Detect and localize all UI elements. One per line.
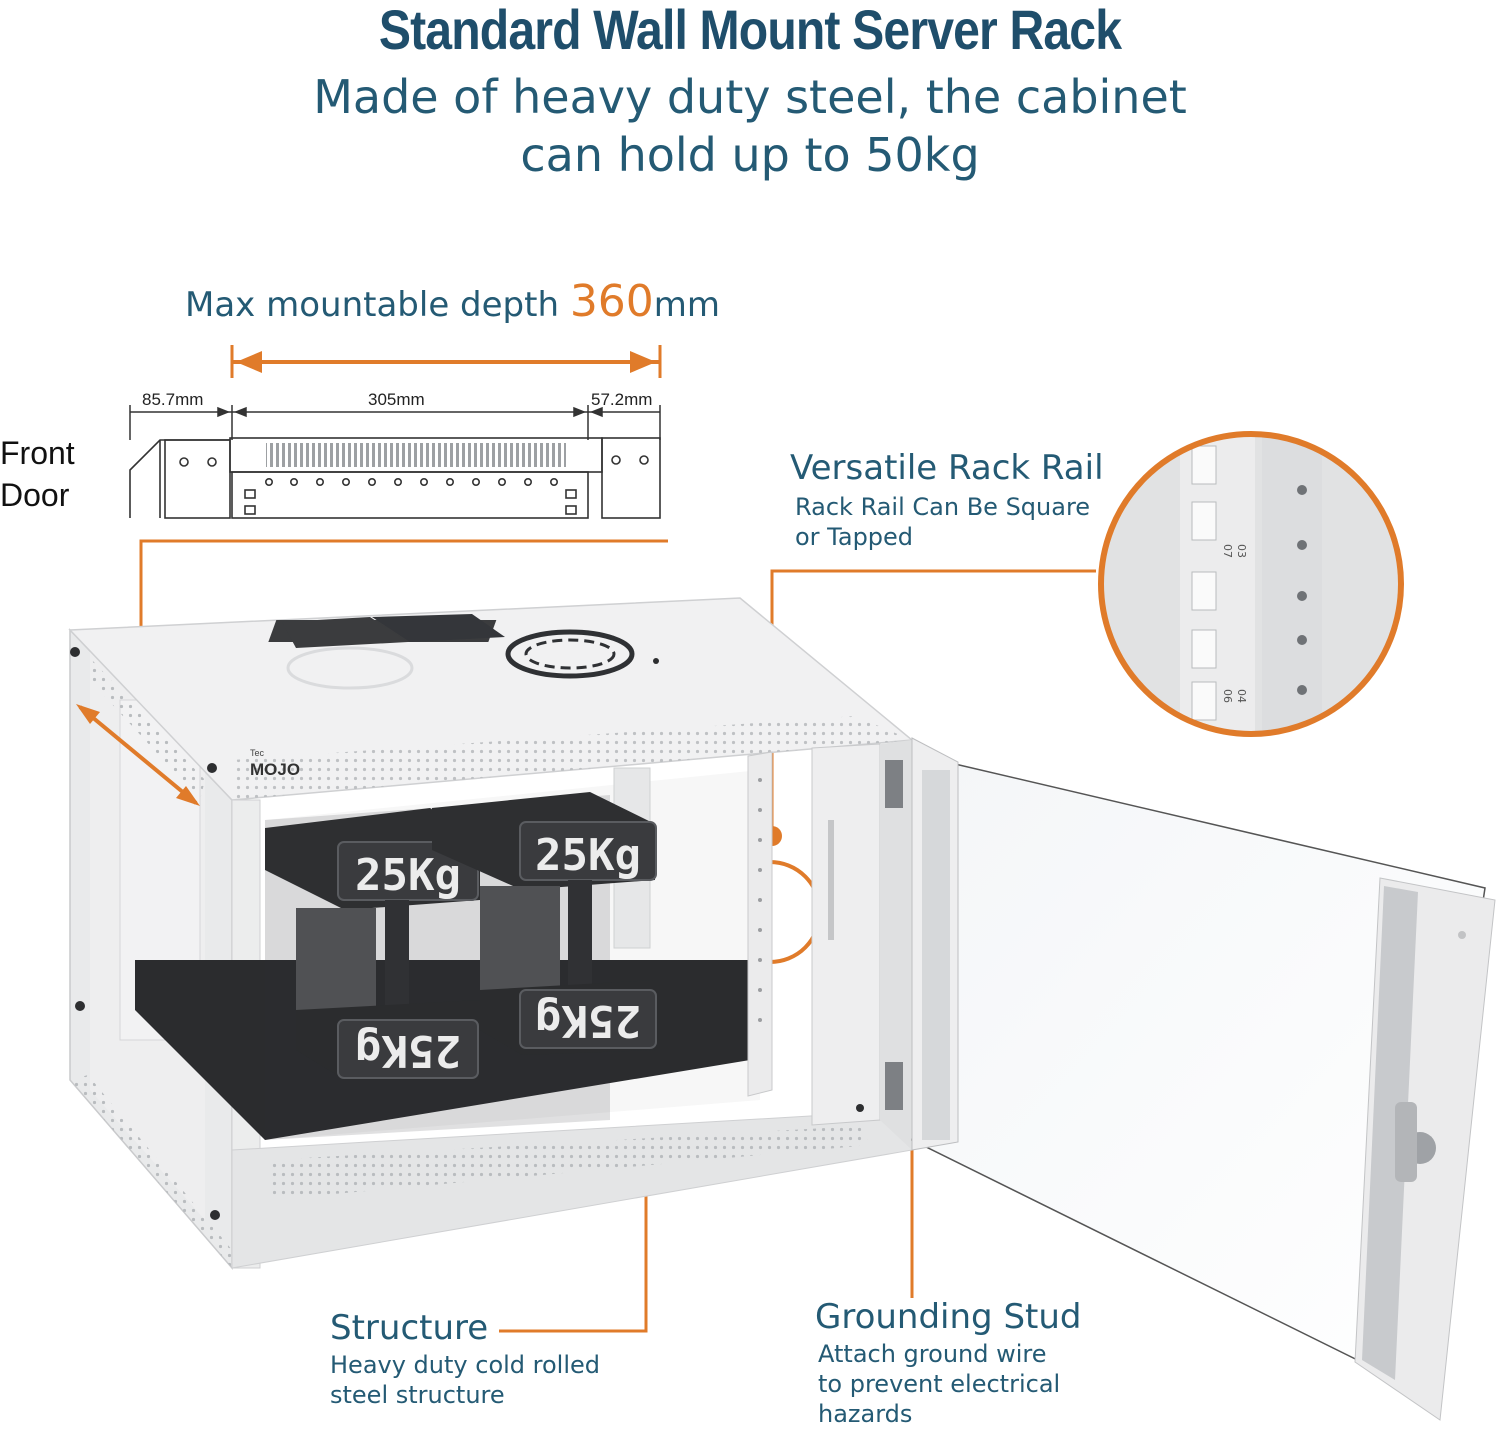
callout-rail-desc: Rack Rail Can Be Square or Tapped <box>795 492 1104 552</box>
depth-unit: mm <box>653 285 721 325</box>
weight-1: 25Kg 25Kg <box>265 808 480 1080</box>
glass-door <box>885 737 1496 1421</box>
callout-structure-desc: Heavy duty cold rolled steel structure <box>330 1350 600 1410</box>
depth-heading: Max mountable depth 360mm <box>185 276 720 327</box>
callout-grounding-title: Grounding Stud <box>815 1297 1082 1337</box>
double-arrow-icon <box>76 704 200 806</box>
rail-zoom-circle: 07 03 06 04 <box>1098 431 1404 737</box>
dim-rear-label: 57.2mm <box>591 390 653 409</box>
page-subtitle: Made of heavy duty steel, the cabinet ca… <box>0 68 1500 184</box>
callout-grounding-desc-3: hazards <box>818 1400 913 1428</box>
subtitle-line-2: can hold up to 50kg <box>520 128 980 182</box>
callout-structure-desc-2: steel structure <box>330 1381 505 1409</box>
front-door-label: Front Door <box>0 432 75 516</box>
front-door-line-1: Front <box>0 435 75 471</box>
weight-1-top-label: 25Kg <box>355 850 461 901</box>
weight-2-top-label: 25Kg <box>535 830 641 881</box>
callout-grounding-desc: Attach ground wire to prevent electrical… <box>818 1339 1082 1429</box>
page-title: Standard Wall Mount Server Rack <box>378 0 1122 61</box>
callout-grounding: Grounding Stud Attach ground wire to pre… <box>815 1297 1082 1429</box>
callout-rail-desc-1: Rack Rail Can Be Square <box>795 493 1091 521</box>
callout-rail-desc-2: or Tapped <box>795 523 914 551</box>
depth-value: 360 <box>569 276 654 327</box>
callout-structure: Structure Heavy duty cold rolled steel s… <box>330 1308 600 1410</box>
dim-front-label: 85.7mm <box>142 390 204 409</box>
callout-structure-desc-1: Heavy duty cold rolled <box>330 1351 601 1379</box>
side-profile-drawing <box>129 437 661 519</box>
dim-middle-label: 305mm <box>368 390 425 409</box>
depth-prefix: Max mountable depth <box>185 285 570 325</box>
callout-structure-title: Structure <box>330 1308 489 1348</box>
callout-grounding-desc-1: Attach ground wire <box>818 1340 1047 1368</box>
dimension-lines <box>129 405 661 440</box>
callout-rail: Versatile Rack Rail Rack Rail Can Be Squ… <box>790 448 1104 552</box>
front-door-line-2: Door <box>0 477 70 513</box>
rail-number-4: 04 <box>1235 689 1248 703</box>
brand-logo-small: Tec <box>250 748 265 758</box>
weight-2: 25Kg 25Kg <box>432 792 657 1055</box>
weight-1-bottom-label: 25Kg <box>355 1025 461 1076</box>
rail-number-1: 07 <box>1221 544 1234 558</box>
weight-2-bottom-label: 25Kg <box>535 995 641 1046</box>
callout-grounding-desc-2: to prevent electrical <box>818 1370 1061 1398</box>
callout-rail-title: Versatile Rack Rail <box>790 448 1104 488</box>
rail-number-3: 06 <box>1221 689 1234 703</box>
depth-arrow-icon <box>230 345 662 378</box>
brand-logo: MOJO <box>250 760 300 779</box>
subtitle-line-1: Made of heavy duty steel, the cabinet <box>313 70 1187 124</box>
rail-number-2: 03 <box>1235 544 1248 558</box>
